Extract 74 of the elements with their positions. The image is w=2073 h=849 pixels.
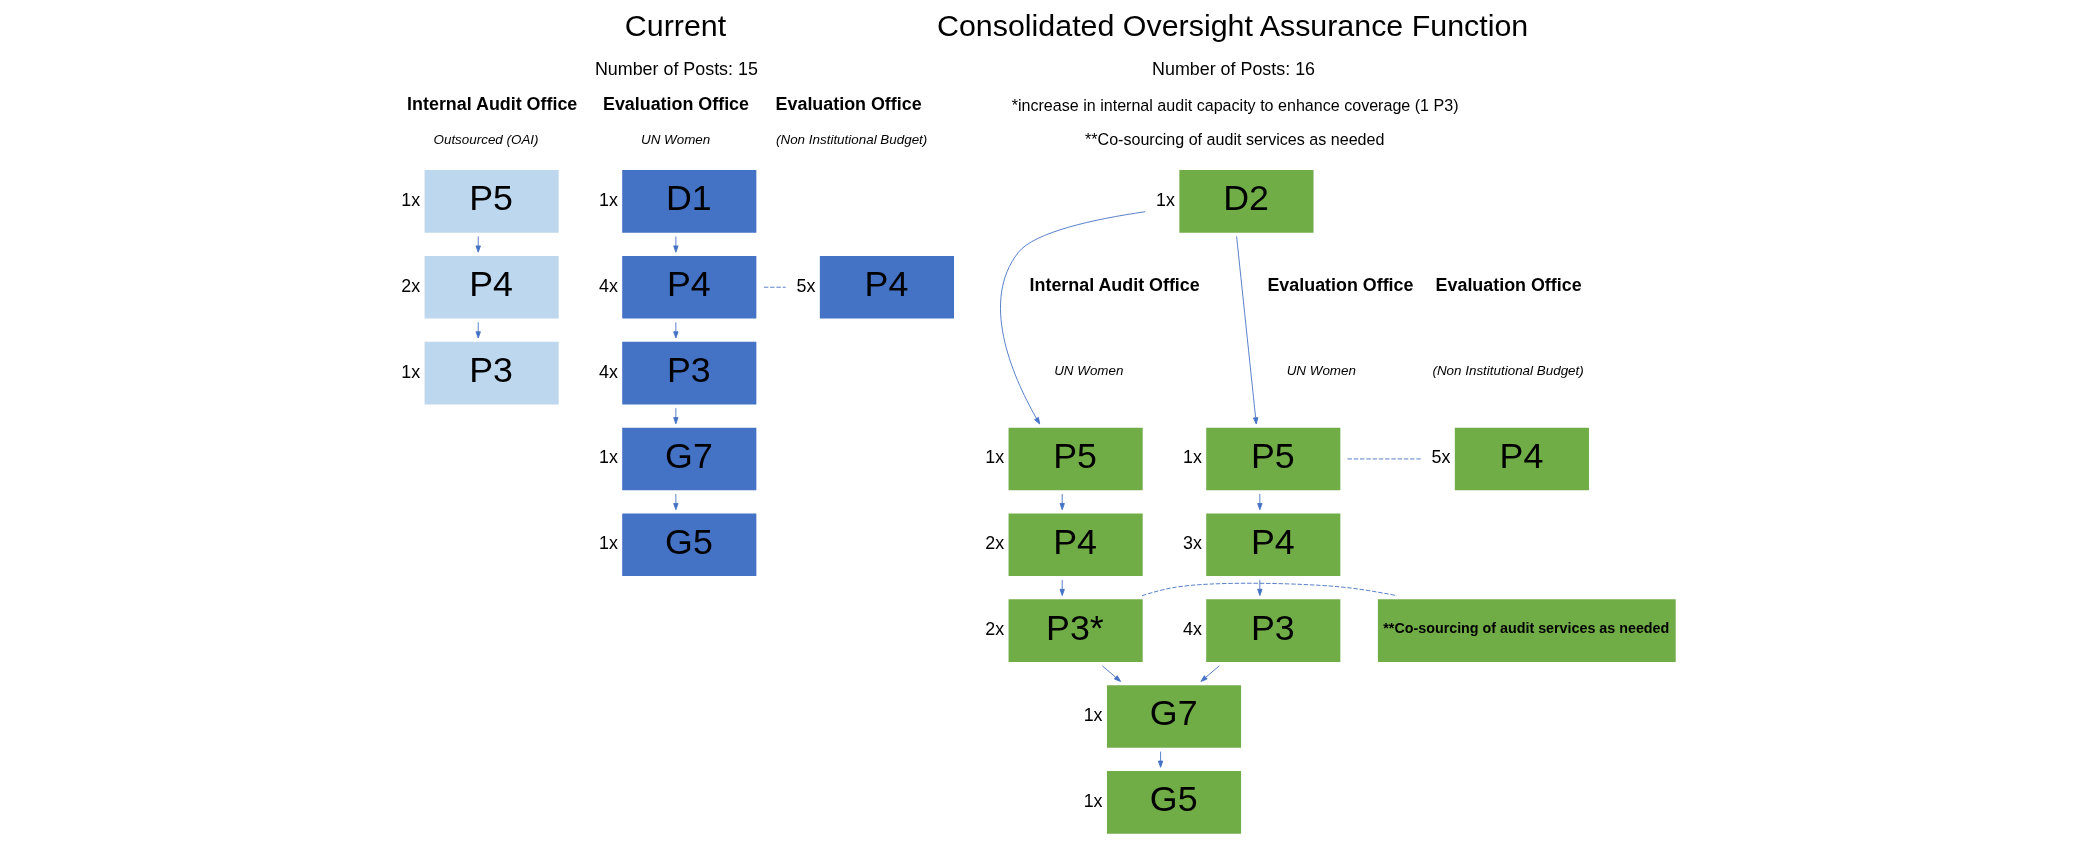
label: UN Women bbox=[640, 131, 711, 147]
arrow bbox=[1059, 493, 1065, 511]
node-label: 4x bbox=[598, 361, 618, 382]
label: Number of Posts: 16 bbox=[1152, 59, 1316, 80]
node-box: P5 bbox=[424, 170, 559, 233]
arrow bbox=[1236, 236, 1259, 425]
label: **Co-sourcing of audit services as needed bbox=[1085, 130, 1385, 149]
node-box: G7 bbox=[622, 427, 757, 491]
label: Evaluation Office bbox=[775, 94, 922, 115]
label: (Non Institutional Budget) bbox=[1432, 363, 1584, 379]
arrow bbox=[1157, 751, 1164, 768]
arrow bbox=[673, 236, 679, 253]
label: UN Women bbox=[1286, 363, 1356, 379]
node-box: P3 bbox=[424, 341, 559, 405]
node-box: P4 bbox=[1008, 513, 1143, 577]
connector bbox=[763, 286, 787, 288]
label: Internal Audit Office bbox=[407, 94, 578, 115]
node-label: 1x bbox=[598, 533, 618, 554]
node-box: P3 bbox=[622, 341, 757, 405]
label: (Non Institutional Budget) bbox=[776, 131, 928, 147]
arrow bbox=[1000, 211, 1146, 425]
arrow bbox=[1200, 665, 1220, 682]
node-box: P3* bbox=[1008, 599, 1143, 662]
node-label: 1x bbox=[598, 447, 618, 468]
connector bbox=[1141, 582, 1398, 597]
node-label: 2x bbox=[985, 533, 1005, 554]
node-label: 1x bbox=[598, 189, 618, 210]
node-box: P3 bbox=[1206, 599, 1341, 662]
node-label: 4x bbox=[1182, 619, 1202, 640]
label: Consolidated Oversight Assurance Function bbox=[937, 8, 1529, 43]
node-box: P5 bbox=[1008, 427, 1143, 491]
label: Evaluation Office bbox=[1267, 274, 1414, 295]
node-box: P4 bbox=[622, 255, 757, 319]
arrow bbox=[1257, 579, 1263, 597]
node-label: 1x bbox=[401, 189, 421, 210]
node-box: P4 bbox=[1454, 427, 1589, 491]
label: *increase in internal audit capacity to enhance coverage (1 P3) bbox=[1011, 95, 1459, 114]
node-label: 1x bbox=[985, 447, 1005, 468]
arrow bbox=[1101, 665, 1122, 682]
arrow bbox=[1257, 493, 1263, 511]
node-label: 1x bbox=[1182, 447, 1202, 468]
node-label: 3x bbox=[1182, 533, 1202, 554]
node-label: 1x bbox=[1156, 189, 1176, 210]
label: Outsourced (OAI) bbox=[433, 131, 539, 147]
node-box: **Co-sourcing of audit services as needed bbox=[1377, 599, 1676, 662]
label: Evaluation Office bbox=[602, 94, 749, 115]
node-box: G5 bbox=[622, 513, 757, 577]
label: Evaluation Office bbox=[1435, 274, 1582, 295]
arrow bbox=[475, 321, 481, 339]
label: UN Women bbox=[1054, 363, 1124, 379]
arrow bbox=[475, 236, 481, 253]
node-label: 1x bbox=[401, 361, 421, 382]
node-label: 5x bbox=[796, 275, 816, 296]
node-label: 1x bbox=[1083, 790, 1103, 811]
label: Internal Audit Office bbox=[1029, 274, 1200, 295]
node-box: P4 bbox=[819, 255, 954, 319]
arrow bbox=[673, 493, 679, 511]
label: Current bbox=[624, 8, 727, 43]
node-label: 5x bbox=[1431, 447, 1451, 468]
node-box: G5 bbox=[1106, 771, 1242, 834]
node-label: 2x bbox=[401, 275, 421, 296]
node-box: P4 bbox=[1206, 513, 1341, 577]
node-label: 4x bbox=[598, 275, 618, 296]
arrow bbox=[673, 407, 679, 425]
node-label: 1x bbox=[1083, 704, 1103, 725]
node-box: P5 bbox=[1206, 427, 1341, 491]
node-box: P4 bbox=[424, 255, 559, 319]
arrow bbox=[673, 321, 679, 339]
node-label: 2x bbox=[985, 619, 1005, 640]
arrow bbox=[1059, 579, 1065, 597]
node-box: D1 bbox=[622, 170, 757, 233]
node-box: D2 bbox=[1179, 170, 1314, 233]
node-box: G7 bbox=[1106, 685, 1242, 748]
label: Number of Posts: 15 bbox=[594, 59, 758, 80]
